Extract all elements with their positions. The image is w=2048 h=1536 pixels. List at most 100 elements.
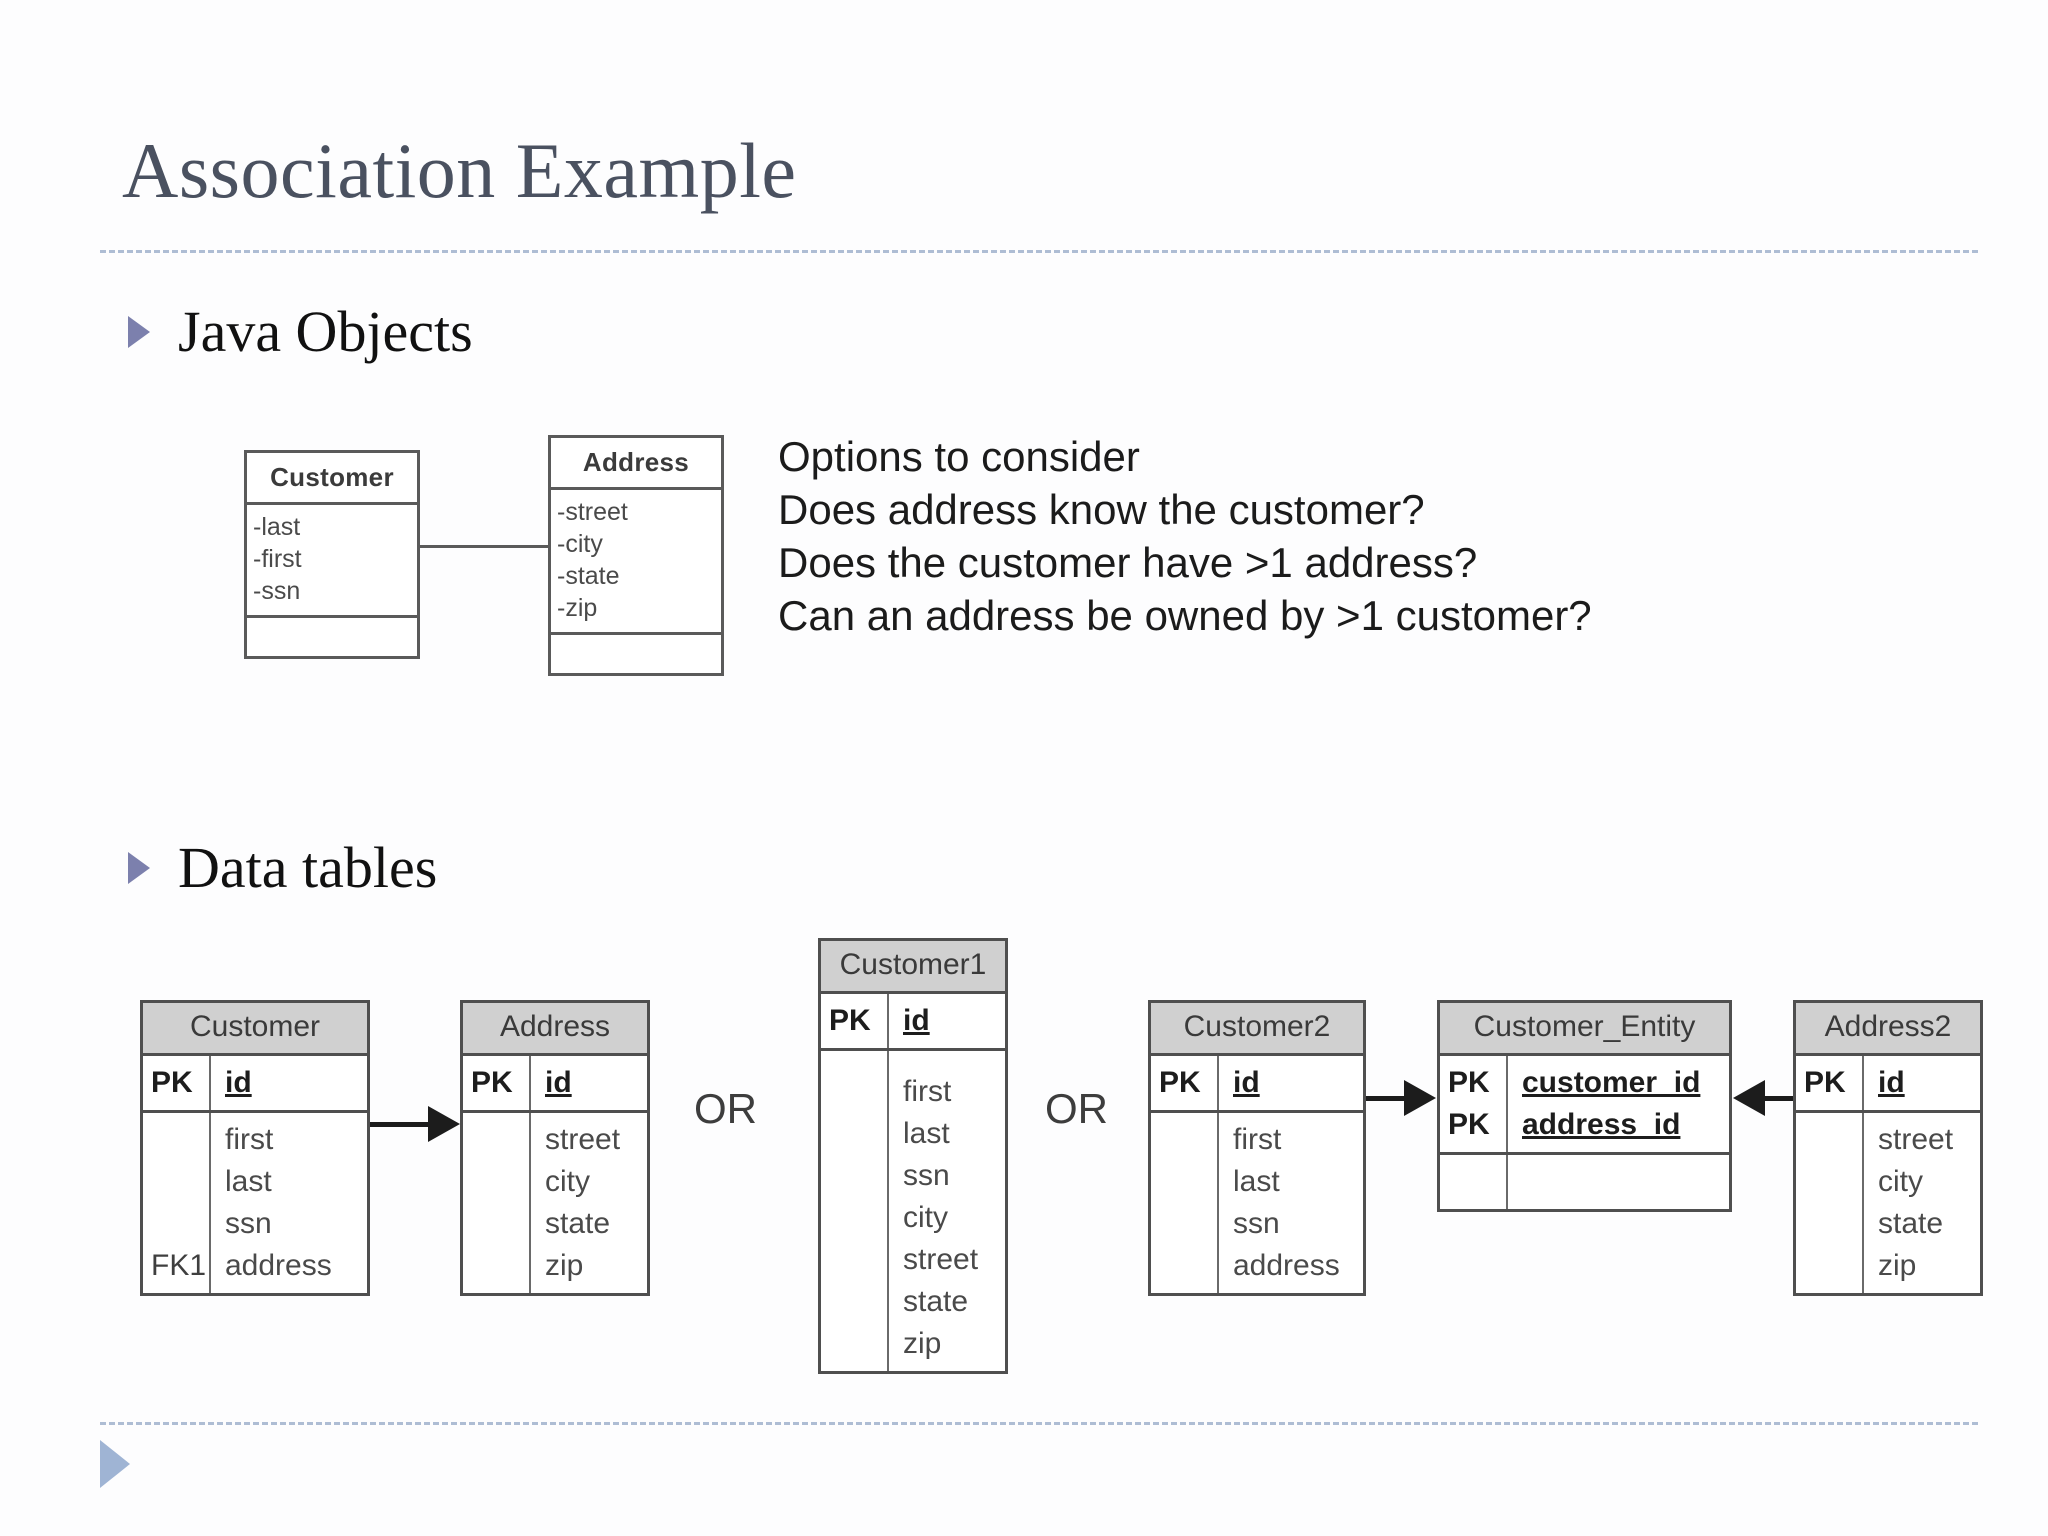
er-table-address2: Address2 PK id street city state zip: [1793, 1000, 1983, 1296]
uml-attribute: -ssn: [253, 577, 301, 605]
er-body-section: street city state zip: [463, 1113, 647, 1293]
uml-class-name: Customer: [247, 453, 417, 505]
er-key-column: PK: [143, 1056, 211, 1110]
er-table-customer2: Customer2 PK id first last ssn address: [1148, 1000, 1366, 1296]
er-field: state: [545, 1207, 611, 1240]
er-field: zip: [1878, 1249, 1917, 1282]
er-table-title: Customer1: [821, 941, 1005, 994]
er-field-column: id: [531, 1056, 647, 1110]
er-field: id: [545, 1066, 572, 1099]
er-key-label: PK: [471, 1066, 513, 1099]
arrow-head-icon: [428, 1106, 460, 1142]
er-field: zip: [903, 1327, 942, 1360]
er-field: address: [225, 1249, 332, 1282]
er-field: ssn: [225, 1207, 272, 1240]
er-key-section: PK id: [821, 994, 1005, 1051]
er-field: city: [545, 1165, 590, 1198]
er-key-section: PK id: [1151, 1056, 1363, 1113]
er-table-title: Customer: [143, 1003, 367, 1056]
bullet-label: Java Objects: [178, 299, 473, 364]
arrow-shaft: [1761, 1096, 1793, 1101]
uml-attribute: -zip: [557, 594, 598, 622]
options-to-consider-text: Options to consider Does address know th…: [778, 430, 1592, 642]
page-title: Association Example: [122, 127, 797, 214]
er-key-column: PK: [1151, 1056, 1219, 1110]
er-key-section: PK PK customer_id address_id: [1440, 1056, 1729, 1155]
er-field: first: [903, 1075, 952, 1108]
er-field: street: [903, 1243, 979, 1276]
arrow-head-icon: [1404, 1080, 1436, 1116]
bullet-label: Data tables: [178, 835, 438, 900]
options-line: Does the customer have >1 address?: [778, 539, 1478, 586]
er-key-column: [463, 1113, 531, 1293]
er-field-column: street city state zip: [531, 1113, 647, 1293]
er-key-label: PK: [151, 1066, 193, 1099]
options-line: Options to consider: [778, 433, 1140, 480]
er-field: zip: [545, 1249, 584, 1282]
er-key-column: PK PK: [1440, 1056, 1508, 1152]
er-field: [1522, 1161, 1729, 1203]
er-key-section: PK id: [463, 1056, 647, 1113]
er-spacer: [903, 1057, 1005, 1071]
er-table-address: Address PK id street city state zip: [460, 1000, 650, 1296]
er-field: state: [903, 1285, 969, 1318]
er-field-column: id: [1864, 1056, 1980, 1110]
er-table-title: Customer2: [1151, 1003, 1363, 1056]
er-field-column: first last ssn city street state zip: [889, 1051, 1005, 1371]
er-field: ssn: [903, 1159, 950, 1192]
uml-class-address: Address -street -city -state -zip: [548, 435, 724, 676]
er-field-column: street city state zip: [1864, 1113, 1980, 1293]
er-table-title: Address2: [1796, 1003, 1980, 1056]
er-table-customer: Customer PK id FK1 first last ssn addres…: [140, 1000, 370, 1296]
er-key-section: PK id: [1796, 1056, 1980, 1113]
uml-class-name: Address: [551, 438, 721, 490]
er-field-column: id: [1219, 1056, 1363, 1110]
footer-triangle-icon: [100, 1440, 130, 1488]
er-field-column: first last ssn address: [1219, 1113, 1363, 1293]
er-key-column: [1440, 1155, 1508, 1209]
uml-attribute: -first: [253, 545, 302, 573]
er-field: id: [1878, 1066, 1905, 1099]
er-key-section: PK id: [143, 1056, 367, 1113]
er-field: street: [545, 1123, 621, 1156]
uml-method-list: [247, 618, 417, 656]
uml-attribute: -street: [557, 498, 628, 526]
er-field: address: [1233, 1249, 1340, 1282]
triangle-bullet-icon: [128, 852, 150, 884]
er-table-customer1: Customer1 PK id first last ssn city stre…: [818, 938, 1008, 1374]
uml-method-list: [551, 635, 721, 673]
er-key-label: PK: [1448, 1066, 1490, 1099]
arrow-shaft: [370, 1122, 432, 1127]
er-field: last: [225, 1165, 272, 1198]
er-field: last: [903, 1117, 950, 1150]
er-field: customer_id: [1522, 1066, 1701, 1099]
er-field: street: [1878, 1123, 1954, 1156]
uml-attribute: -last: [253, 513, 301, 541]
er-field: state: [1878, 1207, 1944, 1240]
title-divider: [100, 250, 1978, 253]
bullet-java-objects: Java Objects: [128, 300, 473, 364]
er-body-section: street city state zip: [1796, 1113, 1980, 1293]
uml-attribute: -city: [557, 530, 603, 558]
er-field-column: first last ssn address: [211, 1113, 367, 1293]
er-field-column: id: [211, 1056, 367, 1110]
er-body-section: first last ssn address: [1151, 1113, 1363, 1293]
er-key-column: [821, 1051, 889, 1371]
er-field-column: [1508, 1155, 1729, 1209]
uml-attribute: -state: [557, 562, 620, 590]
er-table-title: Address: [463, 1003, 647, 1056]
bullet-data-tables: Data tables: [128, 836, 437, 900]
arrow-head-icon: [1733, 1080, 1765, 1116]
uml-association-line: [420, 545, 548, 548]
uml-class-customer: Customer -last -first -ssn: [244, 450, 420, 659]
er-body-section: first last ssn city street state zip: [821, 1051, 1005, 1371]
er-field-column: customer_id address_id: [1508, 1056, 1729, 1152]
er-field-column: id: [889, 994, 1005, 1048]
or-label: OR: [694, 1085, 757, 1132]
uml-attribute-list: -last -first -ssn: [247, 505, 417, 618]
er-key-label: PK: [1448, 1108, 1490, 1141]
uml-attribute-list: -street -city -state -zip: [551, 490, 721, 635]
er-key-column: FK1: [143, 1113, 211, 1293]
er-field: city: [903, 1201, 948, 1234]
